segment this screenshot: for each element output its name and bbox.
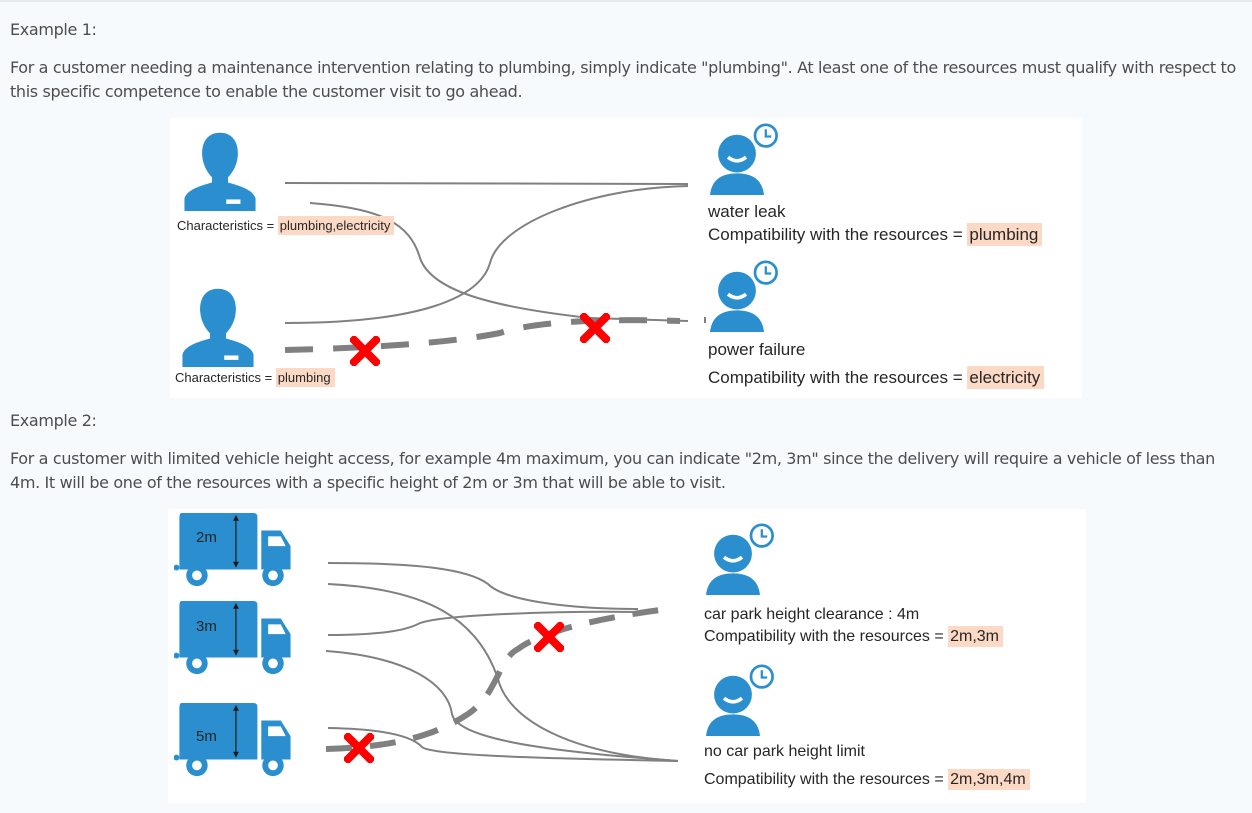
- link-line: [327, 610, 639, 636]
- technician-icon: [182, 288, 254, 367]
- link-line: [327, 727, 679, 762]
- customer-clock-icon: [708, 260, 779, 332]
- link-line: [309, 202, 591, 319]
- customer-2-name: no car park height limit: [704, 743, 865, 760]
- customer-1-name: water leak: [708, 202, 786, 221]
- customer-clock-icon: [708, 123, 779, 195]
- customer-1-compatibility: Compatibility with the resources = 2m,3m: [704, 626, 1004, 647]
- link-line: [327, 562, 639, 610]
- technician-icon: [184, 132, 256, 211]
- truck-icon: [174, 601, 292, 675]
- compatibility-highlight: plumbing: [967, 223, 1043, 246]
- truck-height-label: 3m: [196, 618, 217, 635]
- link-line-dashed: [325, 606, 669, 752]
- characteristics-highlight: plumbing,electricity: [277, 216, 395, 235]
- customer-2-compatibility: Compatibility with the resources = 2m,3m…: [704, 769, 1030, 790]
- compatibility-highlight: electricity: [967, 366, 1045, 389]
- example-2-heading: Example 2:: [10, 411, 97, 430]
- example-1-description: For a customer needing a maintenance int…: [10, 58, 1236, 101]
- resource-1-characteristics: Characteristics = plumbing,electricity: [177, 216, 395, 235]
- customer-clock-icon: [704, 664, 775, 736]
- characteristics-highlight: plumbing: [275, 368, 335, 387]
- link-line: [325, 650, 679, 762]
- customer-1-compatibility: Compatibility with the resources = plumb…: [708, 223, 1043, 246]
- customer-2-name: power failure: [708, 340, 806, 359]
- resource-2-characteristics: Characteristics = plumbing: [175, 368, 335, 387]
- link-line: [284, 185, 689, 324]
- link-line-dashed: [284, 317, 681, 353]
- compatibility-highlight: 2m,3m: [948, 626, 1004, 647]
- example-1-diagram: Characteristics = plumbing,electricity C…: [170, 118, 1082, 398]
- truck-icon: [174, 703, 292, 777]
- example-2-description: For a customer with limited vehicle heig…: [10, 449, 1215, 492]
- truck-icon: [174, 513, 292, 587]
- example-1-heading: Example 1:: [10, 20, 97, 39]
- incompatible-cross-icon: [354, 340, 376, 362]
- example-2-lines: [174, 513, 775, 777]
- customer-clock-icon: [704, 523, 775, 595]
- customer-2-compatibility: Compatibility with the resources = elect…: [708, 366, 1045, 389]
- customer-1-name: car park height clearance : 4m: [704, 606, 920, 623]
- truck-height-label: 5m: [196, 728, 217, 745]
- example-1-lines: [182, 123, 779, 367]
- incompatible-cross-icon: [538, 626, 560, 648]
- truck-height-label: 2m: [196, 529, 217, 546]
- link-line: [327, 583, 679, 762]
- top-divider: [0, 0, 1252, 2]
- link-line: [284, 182, 689, 185]
- compatibility-highlight: 2m,3m,4m: [948, 769, 1030, 790]
- example-2-diagram: 2m 3m 5m car park height clearance : 4m …: [168, 509, 1086, 803]
